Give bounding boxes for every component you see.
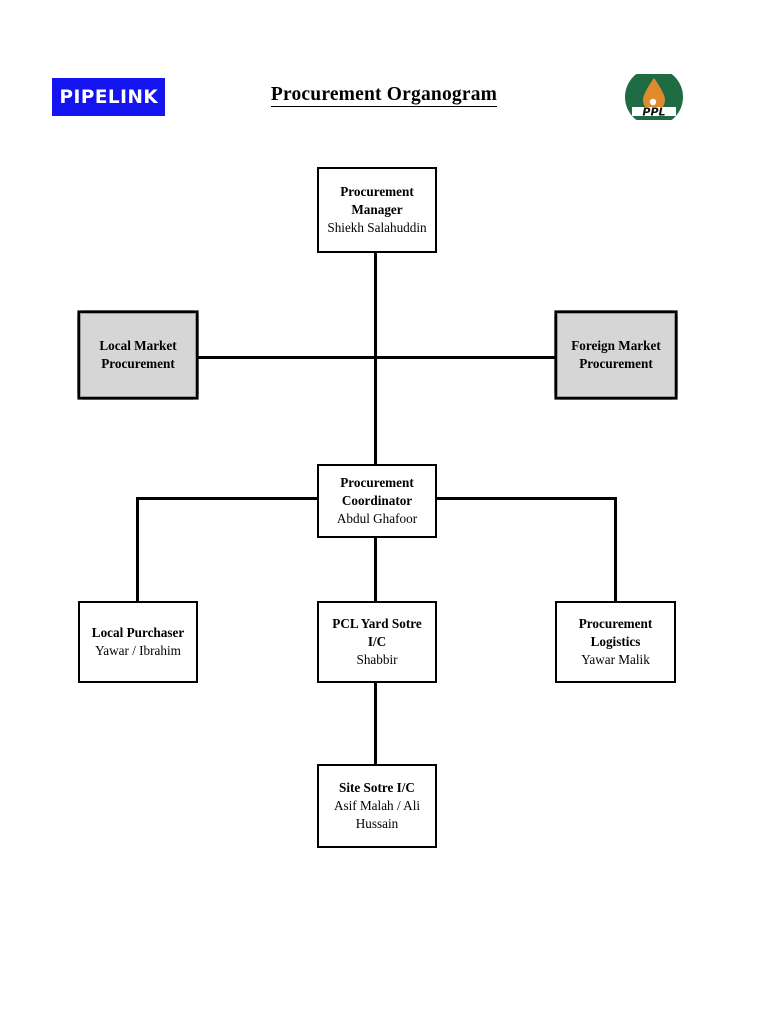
edge-coordinator-left-drop	[136, 497, 139, 602]
node-role: Foreign Market Procurement	[571, 337, 661, 371]
edge-pclyard-to-sitestore	[374, 682, 377, 764]
svg-text:PPL: PPL	[642, 106, 665, 119]
edge-coordinator-center-drop	[374, 537, 377, 602]
node-site-store-ic[interactable]: Site Sotre I/C Asif Malah / Ali Hussain	[317, 764, 437, 848]
edge-coordinator-left-arm	[136, 497, 318, 500]
node-procurement-coordinator[interactable]: Procurement Coordinator Abdul Ghafoor	[317, 464, 437, 538]
node-role: Procurement Logistics	[578, 616, 653, 650]
pipelink-logo-text: PIPELINK	[59, 85, 158, 108]
node-foreign-market-procurement[interactable]: Foreign Market Procurement	[557, 313, 675, 397]
node-procurement-logistics[interactable]: Procurement Logistics Yawar Malik	[555, 601, 676, 683]
page-title-text: Procurement Organogram	[270, 84, 498, 107]
node-person: Abdul Ghafoor	[336, 510, 418, 526]
node-procurement-manager[interactable]: Procurement Manager Shiekh Salahuddin	[317, 167, 437, 253]
node-role: Site Sotre I/C	[339, 780, 415, 796]
ppl-logo-graphic: PPL	[623, 66, 685, 128]
node-role: Procurement Manager	[340, 184, 414, 218]
node-local-market-procurement[interactable]: Local Market Procurement	[80, 313, 196, 397]
node-local-purchaser[interactable]: Local Purchaser Yawar / Ibrahim	[78, 601, 198, 683]
node-person: Asif Malah / Ali Hussain	[333, 798, 421, 831]
node-person: Shabbir	[356, 651, 398, 667]
node-pcl-yard-store-ic[interactable]: PCL Yard Sotre I/C Shabbir	[317, 601, 437, 683]
node-role: PCL Yard Sotre I/C	[332, 616, 422, 650]
page-title: Procurement Organogram	[0, 84, 768, 107]
edge-coordinator-right-arm	[436, 497, 617, 500]
edge-coordinator-right-drop	[614, 497, 617, 602]
node-person: Yawar Malik	[581, 651, 650, 667]
node-role: Local Market Procurement	[99, 337, 177, 371]
pipelink-logo: PIPELINK	[52, 78, 165, 116]
node-person: Yawar / Ibrahim	[95, 643, 181, 658]
node-role: Local Purchaser	[91, 625, 185, 641]
ppl-logo: PPL	[623, 66, 685, 128]
node-person: Shiekh Salahuddin	[327, 219, 427, 235]
edge-local-to-foreign-market	[196, 356, 557, 359]
node-role: Procurement Coordinator	[340, 475, 414, 509]
